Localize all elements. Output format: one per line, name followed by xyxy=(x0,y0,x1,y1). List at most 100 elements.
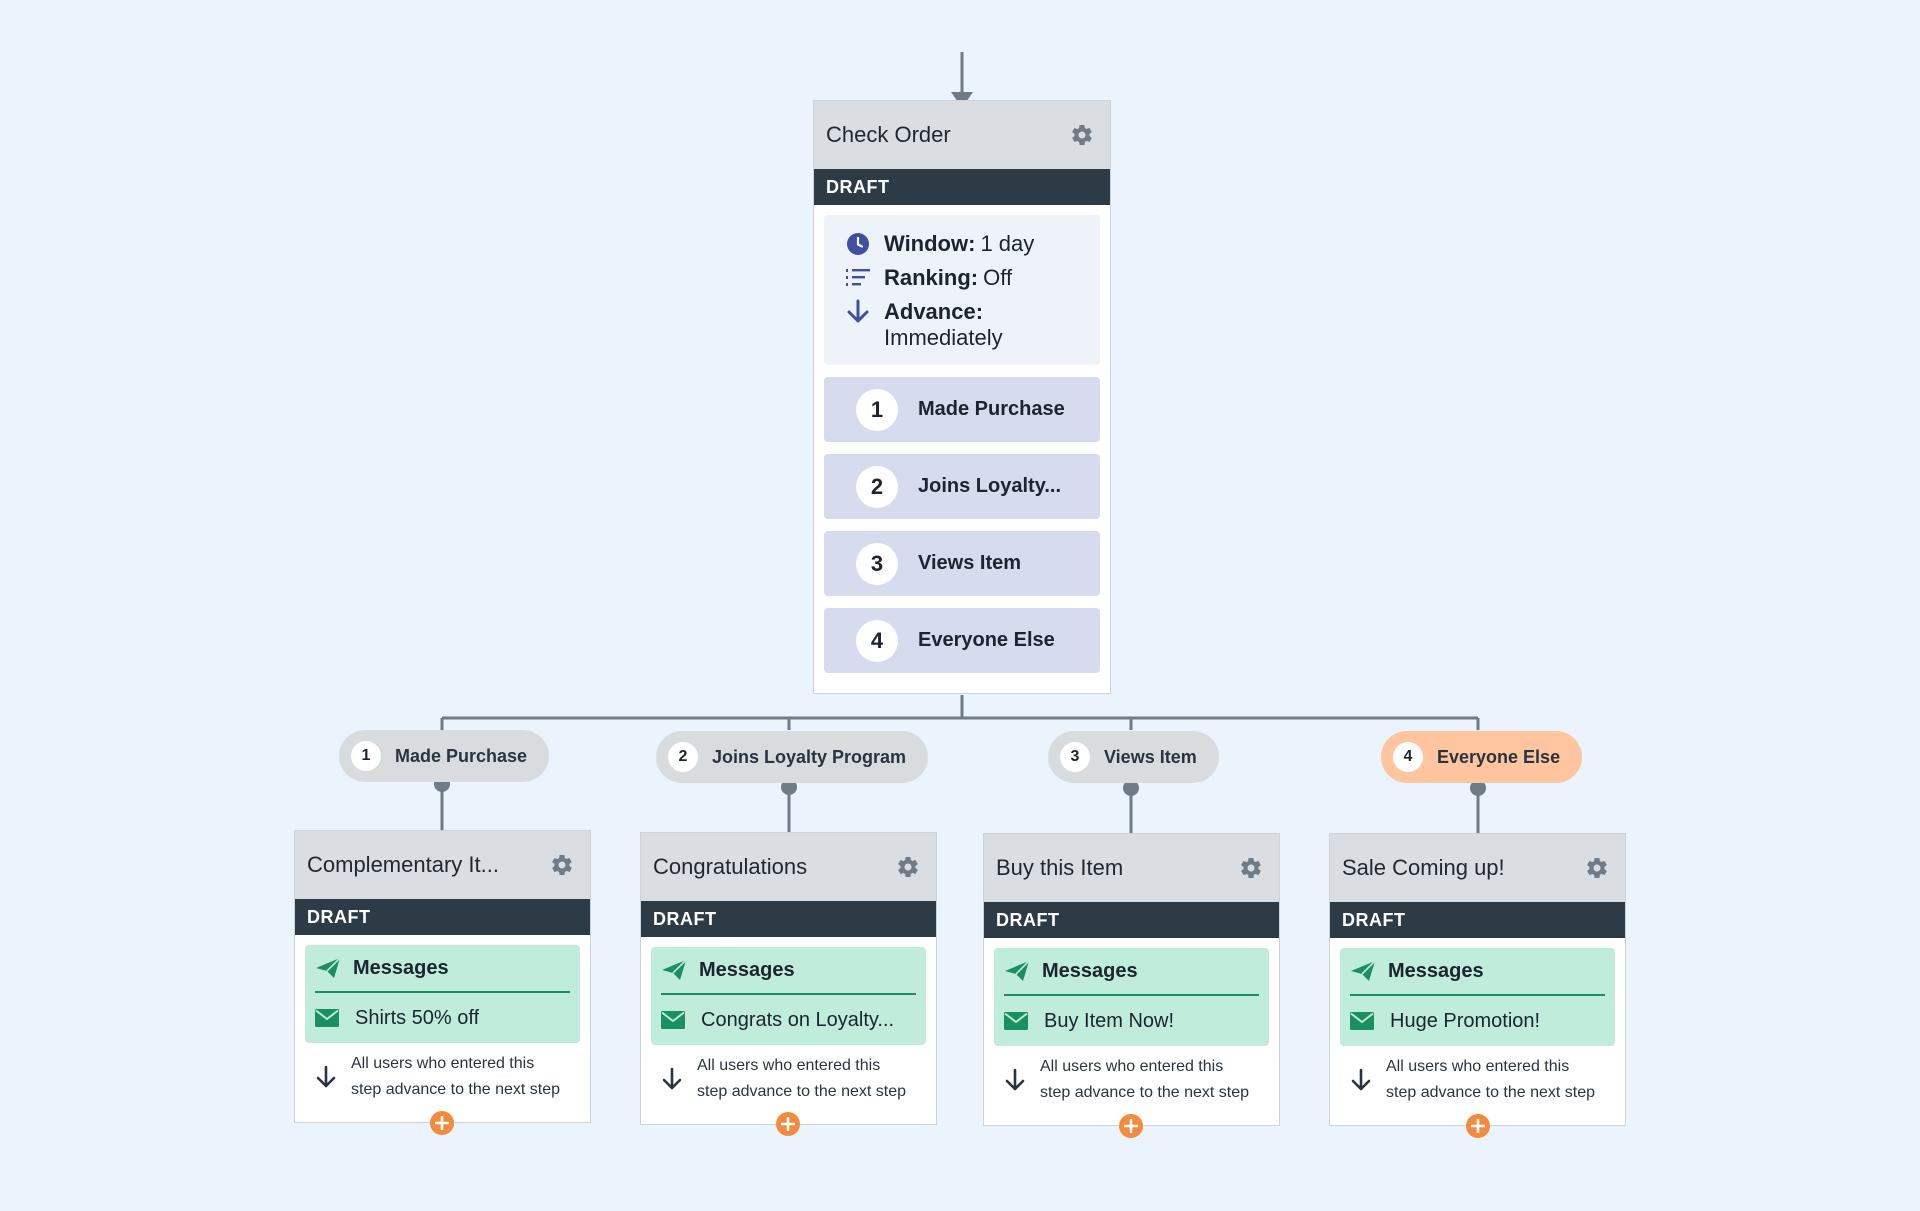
advance-line: step advance to the next step xyxy=(697,1083,907,1100)
branch-row-1[interactable]: 1 Made Purchase xyxy=(824,377,1100,442)
messages-label: Messages xyxy=(699,958,795,981)
window-value: 1 day xyxy=(980,231,1035,256)
status-badge: DRAFT xyxy=(814,169,1110,205)
arrow-down-icon xyxy=(1350,1068,1374,1092)
branch-label: Views Item xyxy=(918,552,1022,574)
gear-icon[interactable] xyxy=(894,853,922,881)
status-badge: DRAFT xyxy=(984,902,1279,938)
step-header: Sale Coming up! xyxy=(1330,834,1625,902)
status-badge: DRAFT xyxy=(295,899,590,935)
step-title: Complementary It... xyxy=(307,852,499,877)
arrow-down-icon xyxy=(844,295,872,329)
clock-icon xyxy=(844,227,872,261)
paper-plane-icon xyxy=(1350,960,1376,982)
branch-number: 3 xyxy=(856,542,898,585)
message-name: Huge Promotion! xyxy=(1390,1009,1541,1032)
arrow-down-icon xyxy=(315,1065,339,1089)
path-label: Made Purchase xyxy=(395,745,528,766)
ranking-setting: Ranking: Off xyxy=(844,261,1080,295)
advance-value: Immediately xyxy=(884,325,1003,350)
path-number: 4 xyxy=(1393,742,1423,772)
messages-label: Messages xyxy=(1388,959,1484,982)
branch-label: Made Purchase xyxy=(918,398,1065,420)
envelope-icon xyxy=(1004,1012,1030,1030)
advance-line: All users who entered this xyxy=(1386,1058,1570,1075)
messages-header: Messages xyxy=(1004,948,1259,996)
arrow-down-icon xyxy=(1004,1068,1028,1092)
message-item[interactable]: Shirts 50% off xyxy=(315,993,570,1043)
path-number: 3 xyxy=(1060,742,1090,772)
step-card-2[interactable]: Congratulations DRAFT Messages Congrats … xyxy=(640,832,937,1125)
path-pill-1[interactable]: 1 Made Purchase xyxy=(339,730,550,782)
advance-description: All users who entered this step advance … xyxy=(697,1053,906,1105)
path-number: 1 xyxy=(351,741,381,771)
advance-info: All users who entered this step advance … xyxy=(295,1043,590,1117)
main-step-header: Check Order xyxy=(814,101,1110,169)
advance-line: step advance to the next step xyxy=(351,1081,561,1098)
messages-label: Messages xyxy=(1042,959,1138,982)
advance-info: All users who entered this step advance … xyxy=(641,1045,936,1119)
branch-row-4[interactable]: 4 Everyone Else xyxy=(824,608,1100,673)
path-label: Joins Loyalty Program xyxy=(712,746,907,767)
plus-icon xyxy=(1124,1119,1138,1133)
path-number: 2 xyxy=(668,742,698,772)
step-title: Congratulations xyxy=(653,854,808,879)
path-pill-2[interactable]: 2 Joins Loyalty Program xyxy=(656,731,929,783)
advance-setting: Advance: xyxy=(844,295,1080,329)
step-card-1[interactable]: Complementary It... DRAFT Messages Shirt… xyxy=(294,830,591,1123)
plus-icon xyxy=(435,1116,449,1130)
message-item[interactable]: Buy Item Now! xyxy=(1004,996,1259,1046)
branch-number: 4 xyxy=(856,619,898,662)
paper-plane-icon xyxy=(661,959,687,981)
step-header: Congratulations xyxy=(641,833,936,901)
paper-plane-icon xyxy=(1004,960,1030,982)
add-step-button-4[interactable] xyxy=(1466,1114,1490,1138)
envelope-icon xyxy=(315,1009,341,1027)
messages-panel: Messages Shirts 50% off xyxy=(305,945,580,1043)
step-card-3[interactable]: Buy this Item DRAFT Messages Buy Item No… xyxy=(983,833,1280,1126)
message-name: Buy Item Now! xyxy=(1044,1009,1175,1032)
main-step-title: Check Order xyxy=(826,122,951,147)
messages-label: Messages xyxy=(353,956,449,979)
message-item[interactable]: Huge Promotion! xyxy=(1350,996,1605,1046)
step-header: Buy this Item xyxy=(984,834,1279,902)
gear-icon[interactable] xyxy=(548,851,576,879)
add-step-button-2[interactable] xyxy=(776,1112,800,1136)
messages-panel: Messages Huge Promotion! xyxy=(1340,948,1615,1046)
advance-description: All users who entered this step advance … xyxy=(1386,1054,1595,1106)
status-badge: DRAFT xyxy=(641,901,936,937)
branch-number: 2 xyxy=(856,465,898,508)
step-card-4[interactable]: Sale Coming up! DRAFT Messages Huge Prom… xyxy=(1329,833,1626,1126)
branch-row-3[interactable]: 3 Views Item xyxy=(824,531,1100,596)
gear-icon[interactable] xyxy=(1068,121,1096,149)
branch-label: Joins Loyalty... xyxy=(918,475,1061,497)
main-step-card[interactable]: Check Order DRAFT Window: 1 day Ranking:… xyxy=(813,100,1111,694)
messages-panel: Messages Congrats on Loyalty... xyxy=(651,947,926,1045)
advance-info: All users who entered this step advance … xyxy=(984,1046,1279,1120)
messages-header: Messages xyxy=(315,945,570,993)
advance-line: step advance to the next step xyxy=(1040,1084,1250,1101)
gear-icon[interactable] xyxy=(1237,854,1265,882)
message-name: Congrats on Loyalty... xyxy=(701,1008,895,1031)
step-settings-summary: Window: 1 day Ranking: Off Advance: Imme… xyxy=(824,215,1100,365)
path-pill-4[interactable]: 4 Everyone Else xyxy=(1381,731,1583,783)
branch-number: 1 xyxy=(856,388,898,431)
gear-icon[interactable] xyxy=(1583,854,1611,882)
advance-line: All users who entered this xyxy=(351,1055,535,1072)
message-item[interactable]: Congrats on Loyalty... xyxy=(661,995,916,1045)
step-title: Buy this Item xyxy=(996,855,1124,880)
step-title: Sale Coming up! xyxy=(1342,855,1505,880)
path-pill-3[interactable]: 3 Views Item xyxy=(1048,731,1219,783)
envelope-icon xyxy=(661,1011,687,1029)
paper-plane-icon xyxy=(315,957,341,979)
messages-header: Messages xyxy=(661,947,916,995)
advance-line: All users who entered this xyxy=(697,1057,881,1074)
messages-header: Messages xyxy=(1350,948,1605,996)
add-step-button-3[interactable] xyxy=(1119,1114,1143,1138)
advance-description: All users who entered this step advance … xyxy=(351,1051,560,1103)
add-step-button-1[interactable] xyxy=(430,1111,454,1135)
ranking-label: Ranking: xyxy=(884,265,979,290)
message-name: Shirts 50% off xyxy=(355,1006,480,1029)
branch-row-2[interactable]: 2 Joins Loyalty... xyxy=(824,454,1100,519)
